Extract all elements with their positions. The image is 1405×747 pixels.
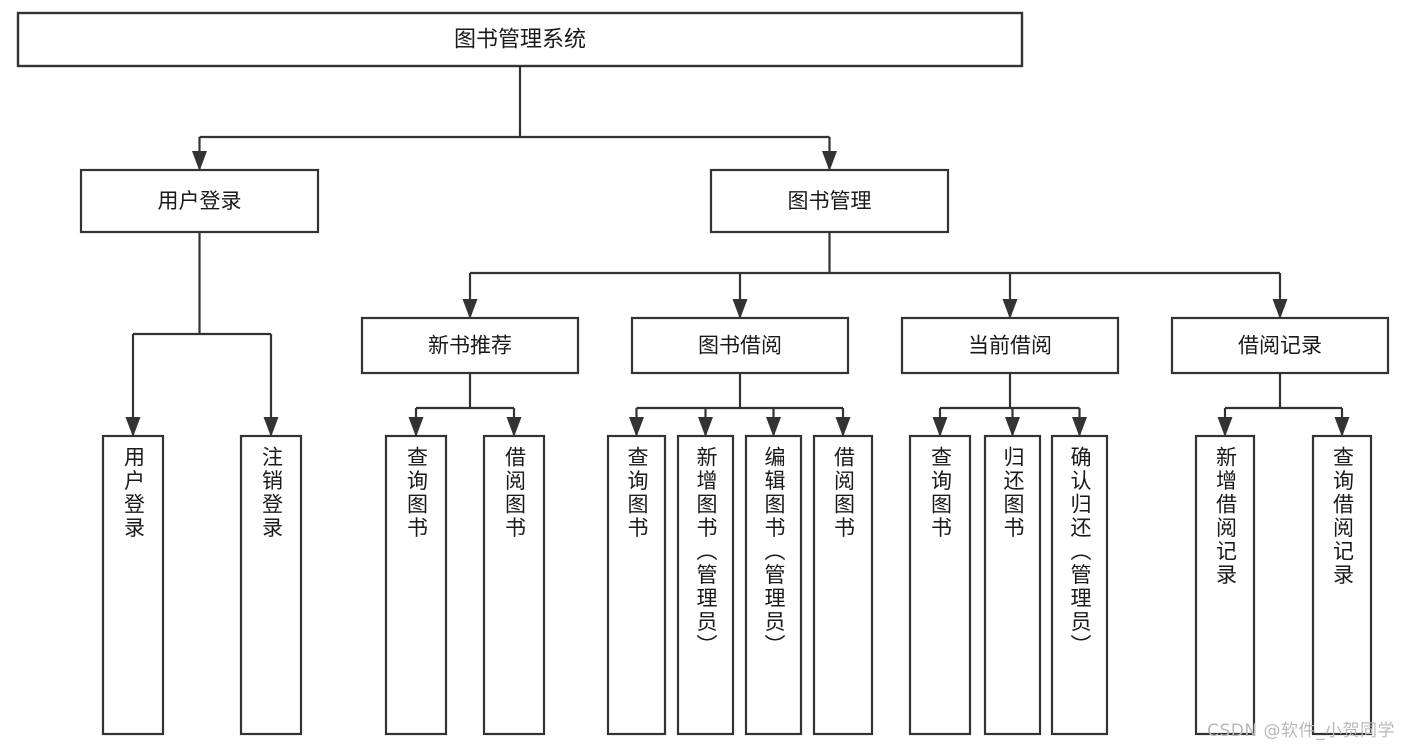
watermark-text: CSDN @软件_小贺同学: [1207, 721, 1395, 741]
svg-text:当前借阅: 当前借阅: [968, 334, 1052, 358]
svg-text:图书借阅: 图书借阅: [698, 334, 782, 358]
svg-text:借阅记录: 借阅记录: [1238, 334, 1322, 358]
svg-text:图书管理系统: 图书管理系统: [454, 28, 586, 53]
svg-text:新书推荐: 新书推荐: [428, 334, 512, 358]
svg-text:图书管理: 图书管理: [788, 189, 872, 213]
node-boxes: [16, 11, 1390, 736]
connector-lines: [125, 66, 1350, 437]
svg-text:用户登录: 用户登录: [158, 189, 242, 213]
